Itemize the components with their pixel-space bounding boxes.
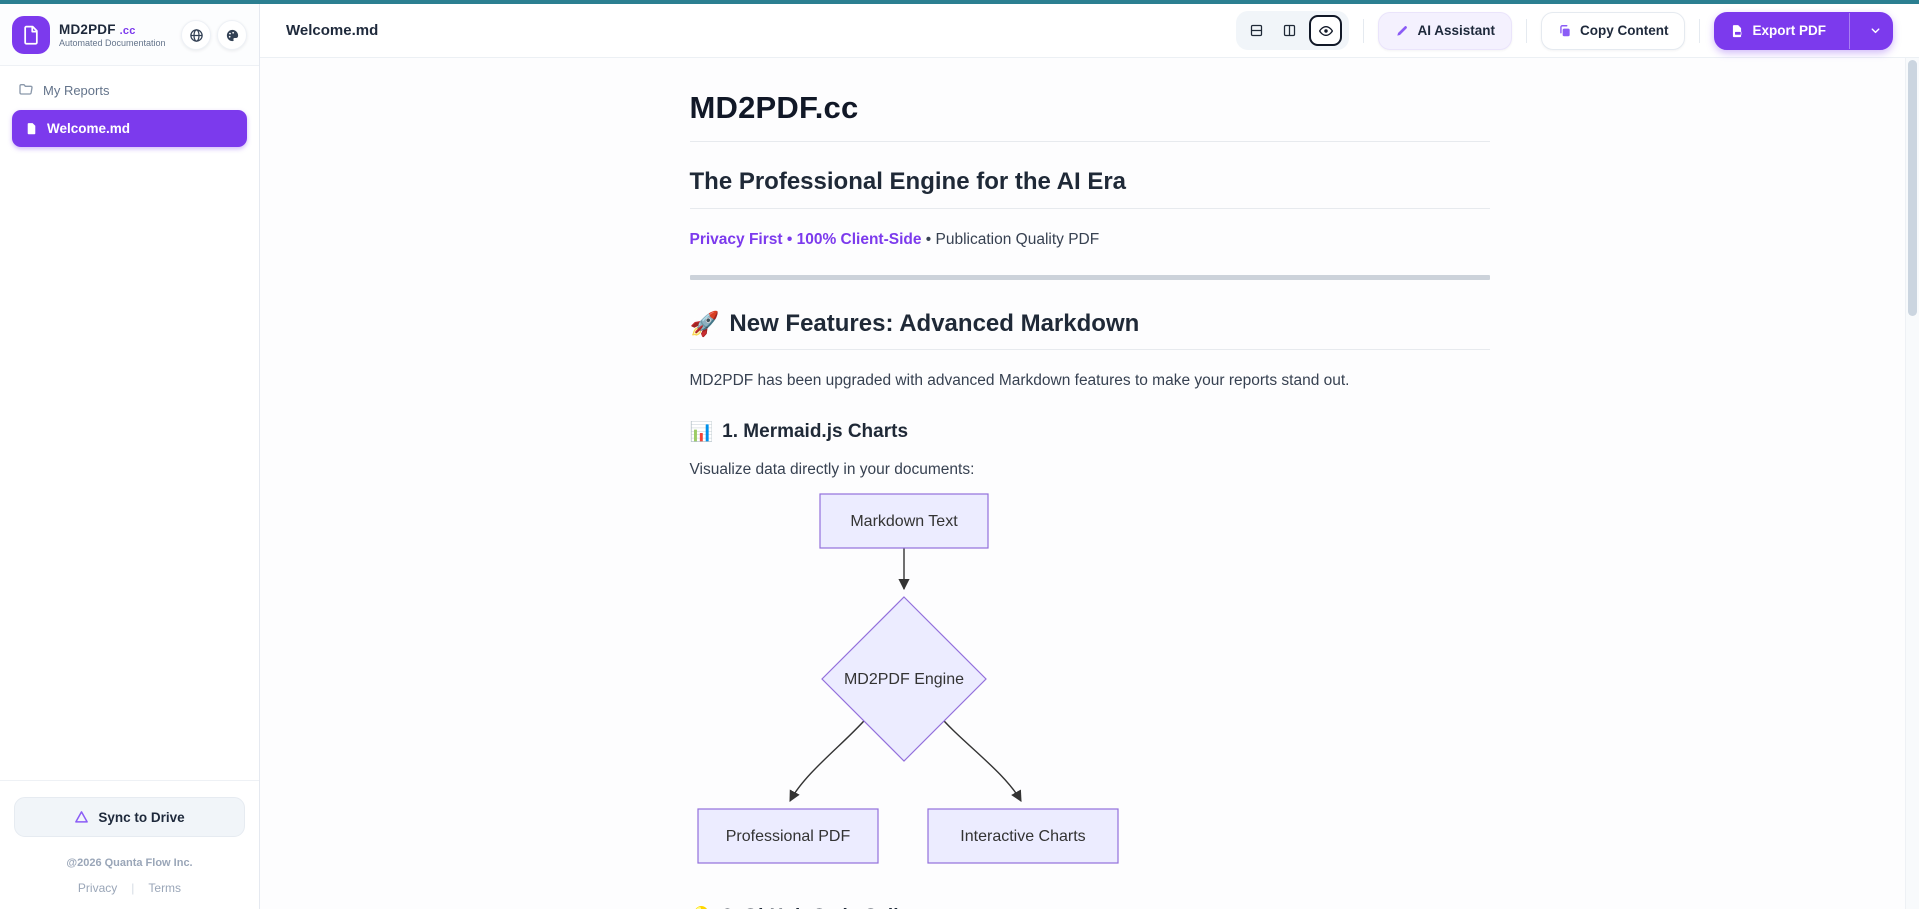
chevron-down-icon xyxy=(1871,28,1879,34)
app-logo xyxy=(12,16,50,54)
open-file-title: Welcome.md xyxy=(286,22,379,39)
subsection-callouts-heading: 💡 2. GitHub-Style Callouts xyxy=(690,905,1490,909)
sidebar-header: MD2PDF .cc Automated Documentation xyxy=(0,4,259,66)
section-new-features-heading: 🚀 New Features: Advanced Markdown xyxy=(689,310,1490,350)
document-logo-icon xyxy=(24,25,38,45)
sidebar-item-label: Welcome.md xyxy=(47,121,131,136)
subsection-mermaid-heading: 📊 1. Mermaid.js Charts xyxy=(689,420,1490,444)
brand-name: MD2PDF xyxy=(59,21,116,37)
ai-assistant-button[interactable]: AI Assistant xyxy=(1378,11,1512,50)
rocket-emoji-icon: 🚀 xyxy=(689,310,720,338)
thick-divider xyxy=(689,275,1490,280)
scrollbar-thumb[interactable] xyxy=(1908,60,1917,316)
eye-icon xyxy=(1318,25,1334,36)
main-area: Welcome.md xyxy=(260,4,1919,909)
copy-content-label: Copy Content xyxy=(1579,23,1669,38)
node-markdown-text-label: Markdown Text xyxy=(850,513,958,530)
bar-chart-emoji-icon: 📊 xyxy=(689,421,714,443)
doc-title: MD2PDF.cc xyxy=(689,90,1490,142)
my-reports-label: My Reports xyxy=(43,82,110,98)
sidebar-footer: Sync to Drive @2026 Quanta Flow Inc. Pri… xyxy=(0,780,259,909)
edge-engine-to-pdf xyxy=(788,712,872,802)
terms-link[interactable]: Terms xyxy=(148,881,182,895)
doc-subtitle: The Professional Engine for the AI Era xyxy=(689,168,1490,209)
my-reports-section: My Reports xyxy=(12,82,247,110)
subsection-callouts-title: 2. GitHub-Style Callouts xyxy=(722,906,938,909)
sidebar: MD2PDF .cc Automated Documentation xyxy=(0,4,260,909)
doc-badges-line: Privacy First • 100% Client-Side • Publi… xyxy=(690,231,1490,249)
node-interactive-charts xyxy=(926,808,1119,864)
app-window: MD2PDF .cc Automated Documentation xyxy=(0,4,1919,909)
vertical-scrollbar[interactable] xyxy=(1905,58,1919,909)
file-icon xyxy=(27,123,36,135)
toolbar-divider xyxy=(1363,18,1365,43)
view-mode-switcher xyxy=(1236,11,1350,50)
document-preview-pane: MD2PDF.cc The Professional Engine for th… xyxy=(260,58,1919,909)
bulb-emoji-icon: 💡 xyxy=(690,905,714,909)
link-divider: | xyxy=(131,881,135,895)
section-new-features-title: New Features: Advanced Markdown xyxy=(729,310,1140,337)
split-view-button[interactable] xyxy=(1276,17,1303,44)
top-accent-strip xyxy=(0,0,1919,4)
ai-assistant-label: AI Assistant xyxy=(1417,23,1495,38)
brand-suffix: .cc xyxy=(119,24,136,37)
node-md2pdf-engine-label: MD2PDF Engine xyxy=(843,671,963,688)
preview-view-button[interactable] xyxy=(1309,15,1343,46)
topbar: Welcome.md xyxy=(260,4,1919,58)
sidebar-item-welcome-md[interactable]: Welcome.md xyxy=(12,110,247,147)
editor-view-icon xyxy=(1251,24,1263,37)
export-split-divider xyxy=(1849,12,1850,49)
copy-icon xyxy=(1560,24,1570,36)
pen-icon xyxy=(1397,25,1408,36)
mermaid-flowchart: Markdown Text MD2PDF Engine Professional… xyxy=(696,493,1119,864)
editor-view-button[interactable] xyxy=(1243,17,1270,44)
folder-icon xyxy=(19,84,33,95)
pdf-file-icon xyxy=(1733,24,1742,37)
edge-engine-to-charts xyxy=(935,712,1022,802)
toolbar-divider xyxy=(1699,18,1701,43)
node-markdown-text xyxy=(818,493,989,549)
doc-badges-accent: Privacy First • 100% Client-Side xyxy=(689,231,922,248)
toolbar-divider xyxy=(1525,18,1527,43)
drive-icon xyxy=(75,810,89,823)
export-pdf-label: Export PDF xyxy=(1752,23,1826,38)
sync-to-drive-button[interactable]: Sync to Drive xyxy=(14,797,245,837)
sidebar-nav: My Reports Welcome.md xyxy=(0,66,259,780)
privacy-link[interactable]: Privacy xyxy=(77,881,118,895)
copy-content-button[interactable]: Copy Content xyxy=(1540,11,1686,50)
globe-icon xyxy=(189,28,203,42)
copyright-text: @2026 Quanta Flow Inc. xyxy=(66,857,193,869)
node-interactive-charts-label: Interactive Charts xyxy=(960,828,1085,845)
node-professional-pdf-label: Professional PDF xyxy=(725,828,850,845)
palette-icon xyxy=(226,29,238,41)
mermaid-intro-paragraph: Visualize data directly in your document… xyxy=(689,461,975,478)
split-view-icon xyxy=(1284,24,1296,37)
brand-tagline: Automated Documentation xyxy=(59,38,166,49)
node-professional-pdf xyxy=(696,808,879,864)
theme-palette-button[interactable] xyxy=(217,20,247,50)
doc-badges-rest: • Publication Quality PDF xyxy=(921,231,1100,248)
section-intro-paragraph: MD2PDF has been upgraded with advanced M… xyxy=(689,372,1350,389)
sync-to-drive-label: Sync to Drive xyxy=(98,809,185,825)
language-globe-button[interactable] xyxy=(181,20,211,50)
node-md2pdf-engine xyxy=(820,596,987,762)
rendered-document: MD2PDF.cc The Professional Engine for th… xyxy=(689,58,1490,909)
export-pdf-button[interactable]: Export PDF xyxy=(1714,11,1893,50)
subsection-mermaid-title: 1. Mermaid.js Charts xyxy=(722,420,909,442)
export-options-caret[interactable] xyxy=(1858,13,1892,49)
brand-text: MD2PDF .cc Automated Documentation xyxy=(59,22,172,49)
